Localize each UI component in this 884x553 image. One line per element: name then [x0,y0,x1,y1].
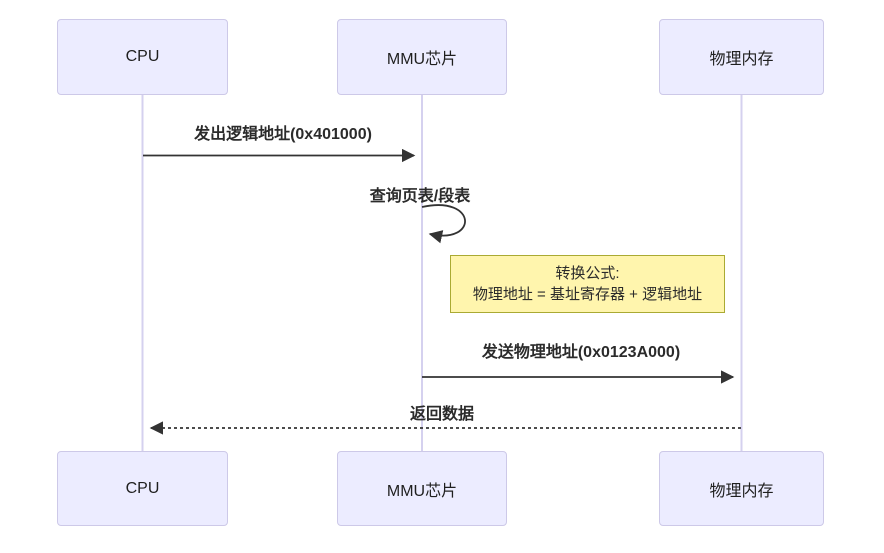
message-label-return-data: 返回数据 [409,406,475,423]
actor-box-memory-bottom: 物理内存 [659,451,824,526]
actor-box-cpu-top: CPU [57,19,228,95]
message-arrow-self-loop [421,204,466,244]
actor-box-mmu-top: MMU芯片 [337,19,507,95]
message-label-physical-address: 发送物理地址(0x0123A000) [481,344,681,361]
actor-label-cpu: CPU [125,479,160,497]
actor-label-cpu: CPU [125,48,160,65]
message-label-self-loop: 查询页表/段表 [369,188,471,205]
actor-label-memory: 物理内存 [709,482,774,500]
message-label-logical-address: 发出逻辑地址(0x401000) [194,126,372,143]
actor-label-mmu: MMU芯片 [386,482,458,500]
note-conversion-formula: 转换公式: 物理地址 = 基址寄存器 + 逻辑地址 [450,255,725,313]
actor-label-mmu: MMU芯片 [386,51,458,68]
note-line-2: 物理地址 = 基址寄存器 + 逻辑地址 [472,286,703,303]
note-line-1: 转换公式: [555,265,620,282]
actor-box-cpu-bottom: CPU [57,451,228,526]
actor-box-mmu-bottom: MMU芯片 [337,451,507,526]
actor-label-memory: 物理内存 [709,51,774,68]
actor-box-memory-top: 物理内存 [659,19,824,95]
